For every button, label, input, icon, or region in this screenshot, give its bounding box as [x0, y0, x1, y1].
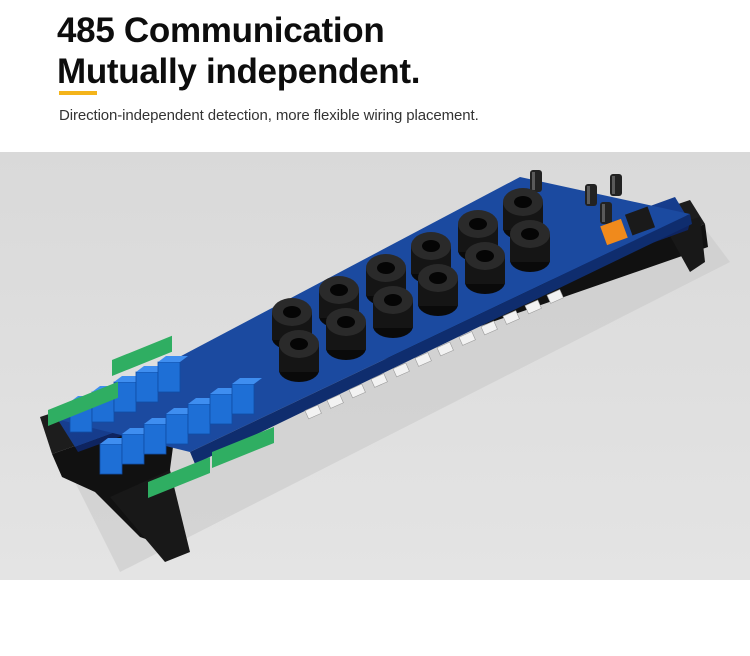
terminal-block	[48, 381, 118, 426]
relay	[157, 361, 181, 393]
relay	[165, 413, 189, 445]
pin-header	[348, 383, 366, 399]
relay	[99, 443, 123, 475]
capacitor	[600, 202, 612, 224]
product-photo	[0, 152, 750, 580]
pin-header	[414, 352, 432, 367]
accent-underline	[59, 91, 97, 95]
pin-header	[326, 394, 344, 409]
relay	[209, 393, 233, 425]
capacitor	[530, 170, 542, 192]
headline-line-1: 485 Communication	[57, 11, 385, 50]
pin-header	[436, 341, 454, 357]
pin-header	[480, 320, 498, 336]
pin-header	[546, 289, 564, 304]
capacitor	[610, 174, 622, 196]
pin-header	[304, 404, 322, 420]
pin-header	[524, 299, 542, 315]
orange-terminal	[600, 218, 628, 246]
terminal-block	[112, 335, 172, 376]
power-terminal	[624, 206, 656, 236]
board-detail-layer	[48, 170, 692, 498]
relay	[143, 423, 167, 455]
pin-header	[392, 362, 410, 378]
capacitor	[585, 184, 597, 206]
terminal-block	[212, 426, 274, 468]
pin-header	[458, 331, 476, 346]
headline-line-2: Mutually independent.	[57, 52, 421, 91]
relay	[187, 403, 211, 435]
pin-header	[370, 373, 388, 388]
relay	[121, 433, 145, 465]
relay	[231, 383, 255, 415]
pin-header	[502, 310, 520, 325]
terminal-block	[148, 456, 210, 498]
headline: 485 Communication Mutually independent.	[57, 10, 420, 92]
relay	[135, 371, 159, 403]
subtitle: Direction-independent detection, more fl…	[59, 107, 479, 124]
